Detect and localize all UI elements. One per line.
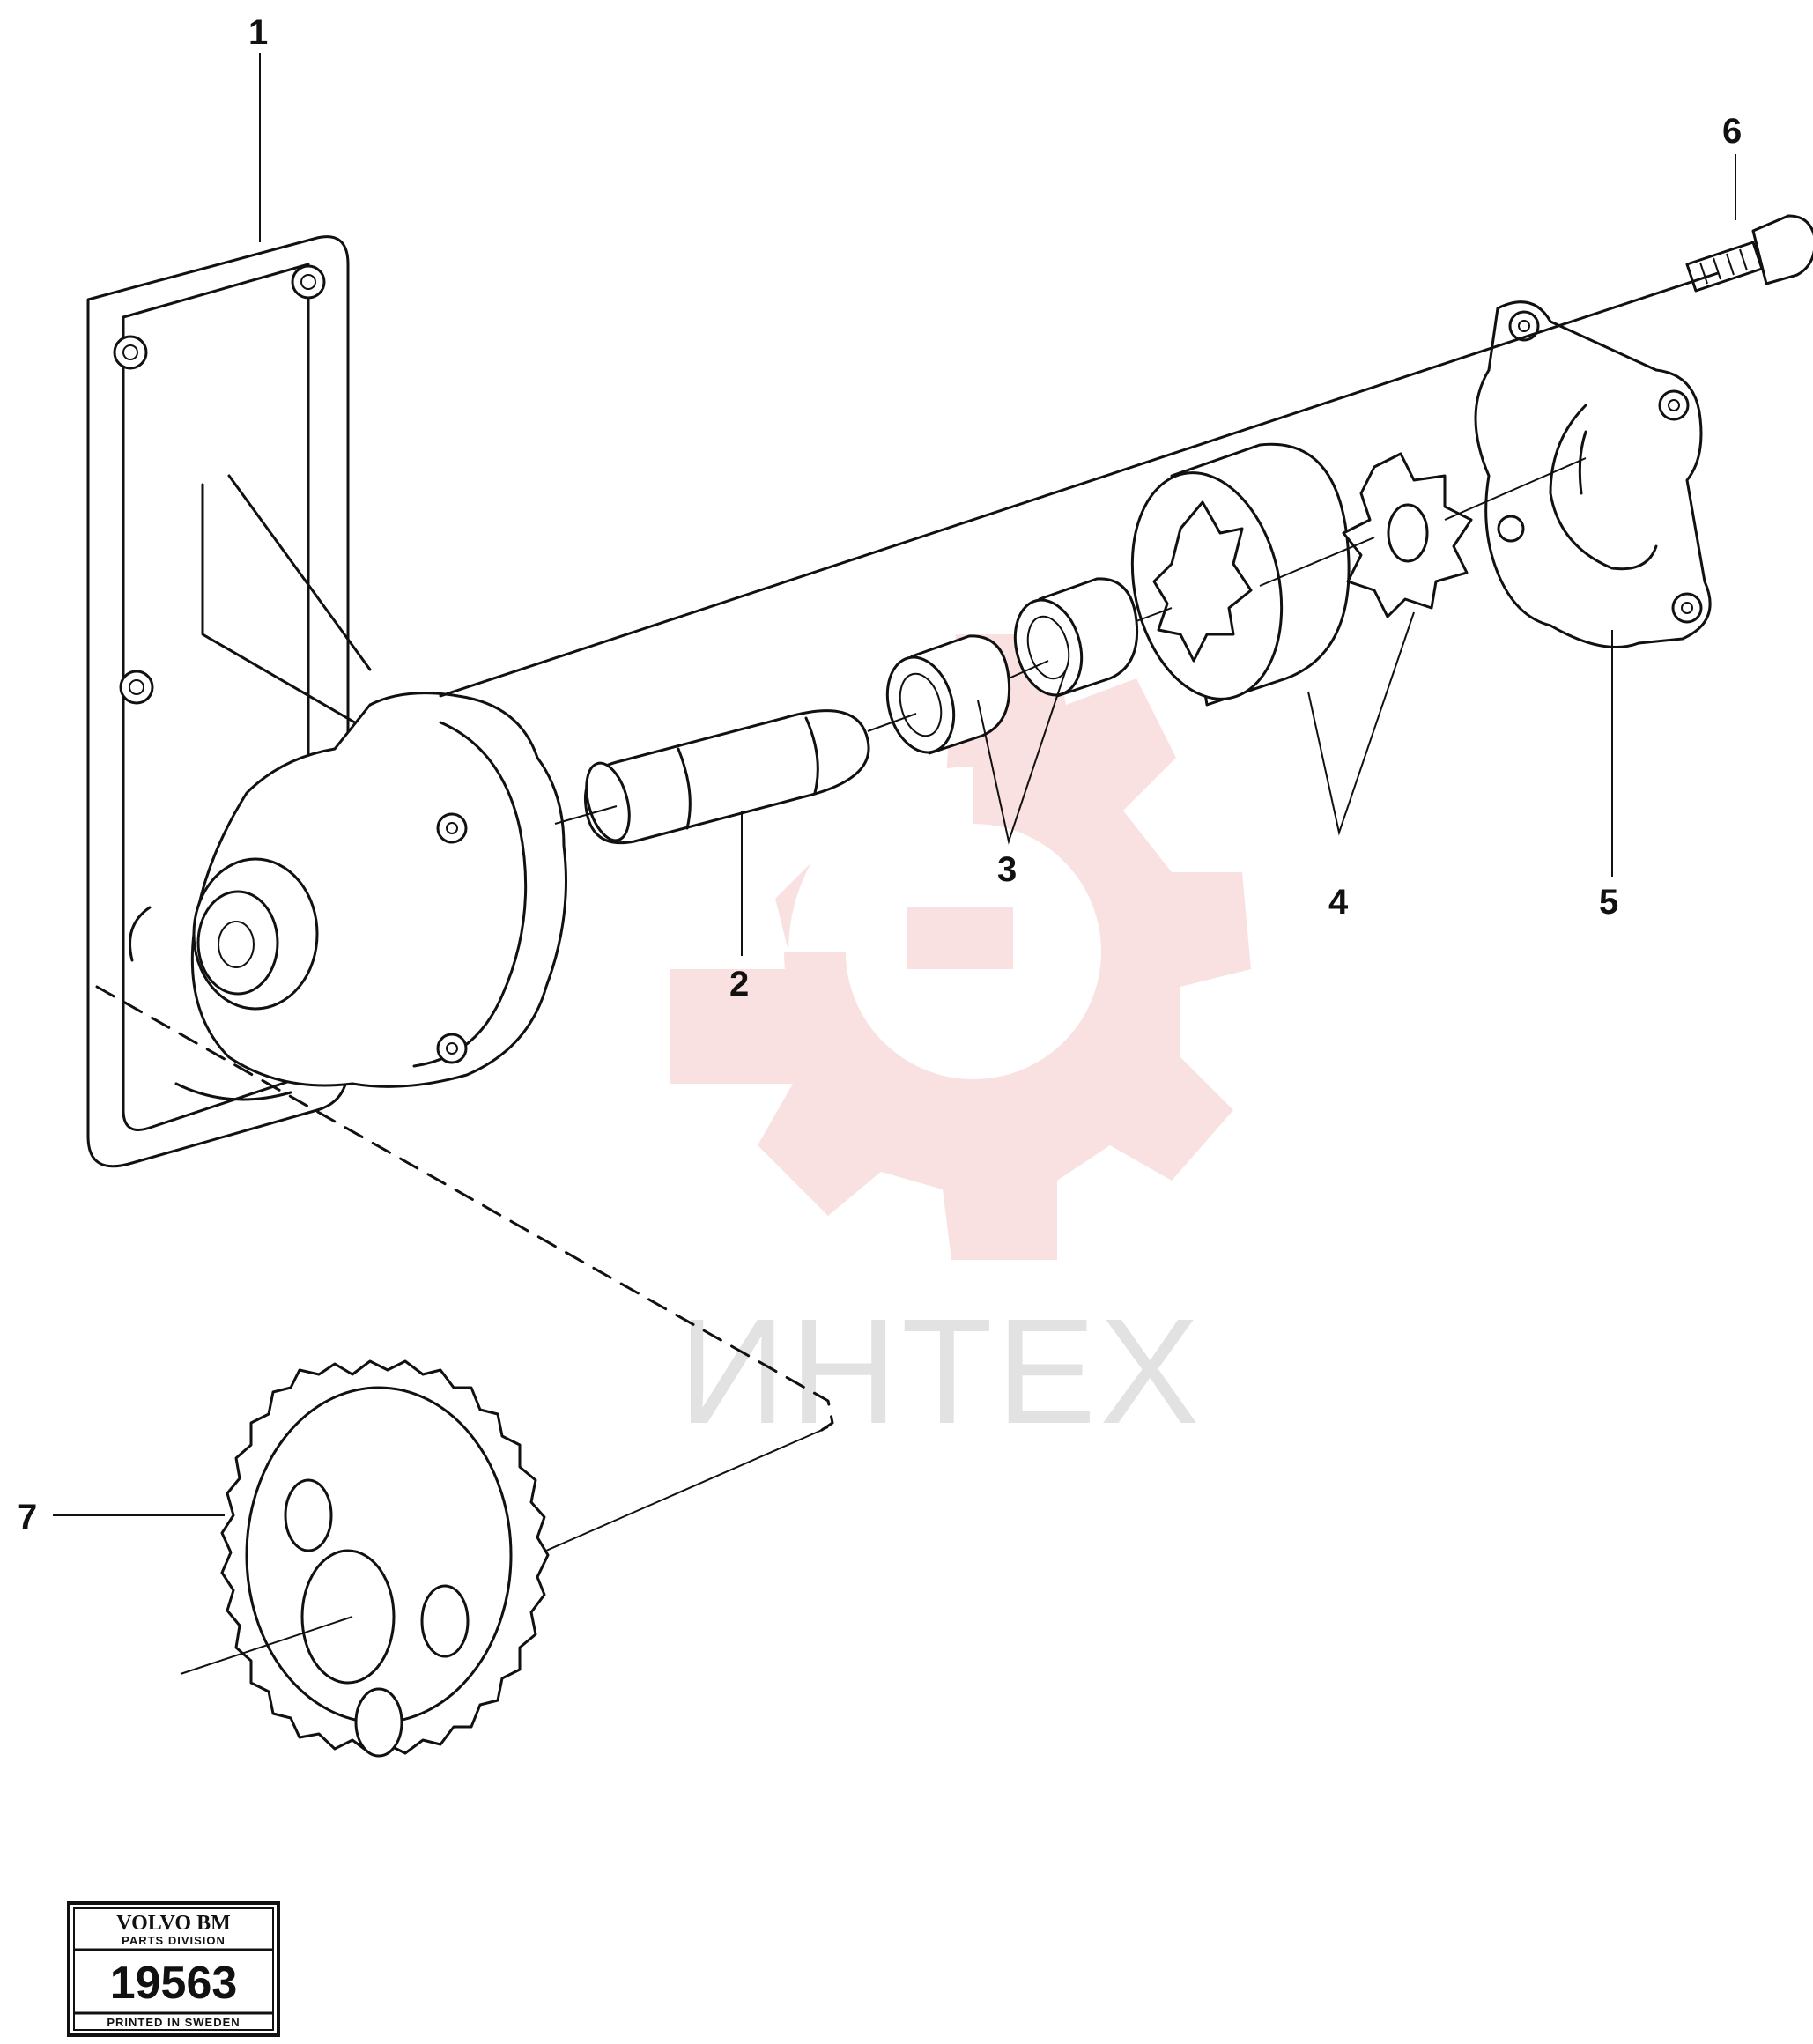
drive-shaft-part-2 [583, 709, 870, 845]
callout-4: 4 [1328, 883, 1349, 922]
callout-6: 6 [1722, 112, 1742, 151]
bolt-part-6 [1685, 214, 1813, 293]
plate-footer: PRINTED IN SWEDEN [107, 2016, 240, 2029]
pump-housing-part-1 [86, 235, 567, 1168]
parts-plate: VOLVO BM PARTS DIVISION 19563 PRINTED IN… [67, 1901, 280, 2037]
assembly-axis-lines [95, 271, 1720, 1675]
drive-gear-part-7 [220, 1359, 550, 1758]
plate-division: PARTS DIVISION [122, 1934, 226, 1947]
callout-2: 2 [729, 965, 749, 1003]
bushings-part-3 [885, 577, 1139, 755]
plate-brand: VOLVO BM [116, 1912, 231, 1935]
plate-number: 19563 [110, 1958, 238, 2009]
pump-cover-part-5 [1474, 300, 1712, 648]
callout-leaders [53, 53, 1736, 1516]
pump-rotors-part-4 [1130, 442, 1473, 707]
callout-labels: 1 2 3 4 5 6 7 [18, 13, 1742, 1537]
callout-7: 7 [18, 1498, 37, 1537]
callout-3: 3 [997, 850, 1017, 889]
callout-5: 5 [1599, 883, 1618, 922]
watermark-text: ИНТЕХ [678, 1288, 1203, 1455]
callout-1: 1 [248, 13, 268, 52]
watermark-logo [670, 634, 1251, 1260]
